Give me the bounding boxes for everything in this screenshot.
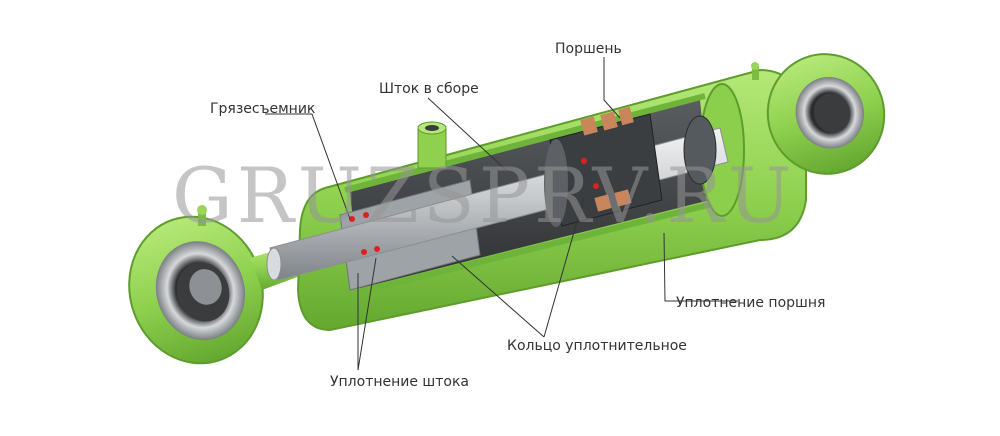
hydraulic-port [417,121,447,169]
rod-tip [266,247,282,281]
leader-piston [603,57,621,119]
leader-wiper [265,113,351,220]
leader-o-ring-a [451,255,545,338]
leader-piston-seal [663,232,738,302]
rod-inner-end [683,115,717,185]
label-rod-assembly: Шток в сборе [379,81,479,97]
label-wiper: Грязесъемник [210,101,316,117]
label-o-ring: Кольцо уплотнительное [507,338,687,354]
seal-markers [349,158,599,255]
watermark-text: GRUZSPRV.RU [172,151,796,240]
leader-rod-seal-b [357,257,377,371]
label-piston-seal: Уплотнение поршня [676,295,826,311]
right-grease-nipple [751,62,759,80]
right-clevis-eye [766,53,886,175]
left-grease-nipple [197,205,207,226]
left-rod-eye [128,215,264,365]
label-piston: Поршень [555,41,622,57]
piston-block [544,106,663,227]
leader-rod-assembly [427,97,507,171]
leader-o-ring-b [543,196,585,338]
label-rod-seal: Уплотнение штока [330,374,470,390]
leader-lines [265,57,738,371]
